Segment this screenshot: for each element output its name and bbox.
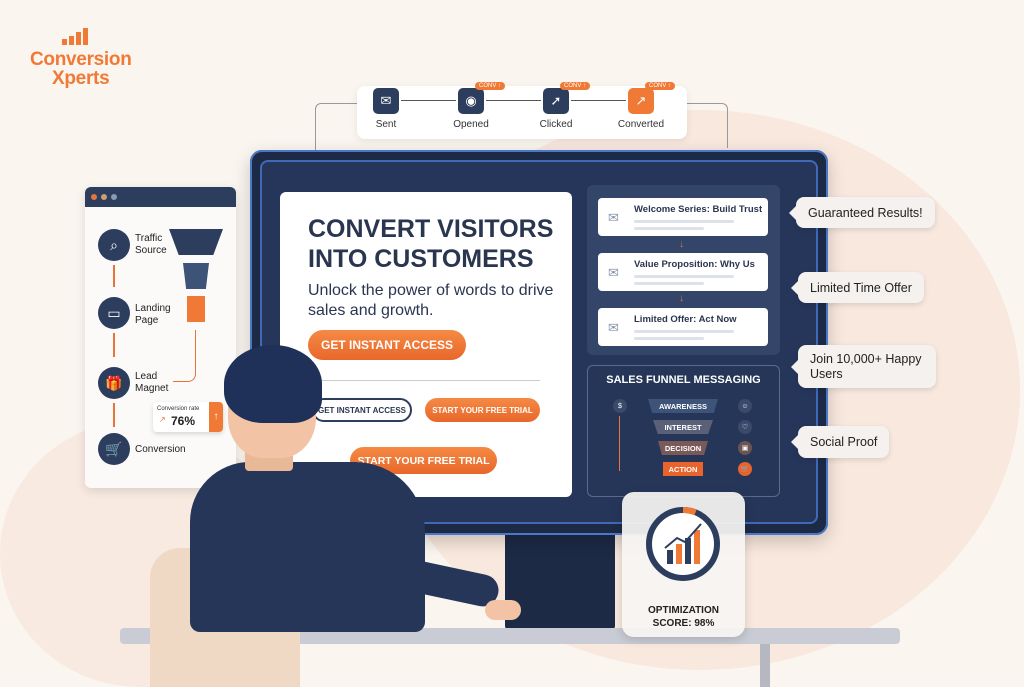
trend-line [664, 523, 702, 549]
score-gauge [646, 507, 720, 581]
step-label: Landing Page [135, 303, 171, 326]
callout-guaranteed-results: Guaranteed Results! [789, 197, 935, 228]
monitor-stand [505, 530, 615, 630]
arrow-down-icon: ↓ [679, 293, 684, 304]
funnel-stage-decision: DECISION [658, 441, 708, 455]
email-subject: Limited Offer: Act Now [634, 314, 737, 325]
conv-badge: CONV ↑ [475, 82, 506, 90]
mail-icon: ✉ [373, 88, 399, 114]
flow-step-label: Clicked [539, 119, 573, 130]
users-icon: ☺ [738, 399, 752, 413]
trend-up-icon: ↗ [159, 415, 166, 424]
funnel-bottom [187, 296, 205, 322]
email-sequence-panel: ✉ Welcome Series: Build Trust ↓ ✉ Value Pr… [587, 185, 780, 355]
mail-icon: ✉ [608, 210, 619, 225]
hero-subtitle: Unlock the power of words to drive sales… [308, 282, 554, 319]
chart-bar [676, 544, 682, 564]
cursor-click-icon: ➚ [543, 88, 569, 114]
return-arrow [173, 330, 196, 382]
arrow-down-icon [113, 333, 115, 357]
email-card[interactable]: ✉ Value Proposition: Why Us [598, 253, 768, 291]
arrow-down-icon: ↓ [679, 239, 684, 250]
person-hair [224, 345, 322, 423]
flow-step-label: Opened [453, 119, 489, 130]
funnel-middle [183, 263, 209, 289]
clipboard-icon: ▣ [738, 441, 752, 455]
arrow-down-icon [113, 403, 115, 427]
browser-icon: ▭ [98, 297, 130, 329]
cart-icon: 🛒 [98, 433, 130, 465]
email-card[interactable]: ✉ Limited Offer: Act Now [598, 308, 768, 346]
conversion-rate-card: Conversion rate ↗ 76% ↑ [153, 402, 223, 432]
score-arc [646, 507, 720, 581]
connector-line [315, 103, 357, 150]
get-instant-access-button[interactable]: GET INSTANT ACCESS [308, 330, 466, 360]
email-flow-bar: ✉ Sent ◉ CONV ↑ Opened ➚ CONV ↑ Clicked … [357, 82, 687, 139]
flow-step-label: Converted [617, 119, 665, 130]
callout-social-proof: Social Proof [790, 426, 890, 458]
funnel-top [169, 229, 223, 255]
heart-icon: ♡ [738, 420, 752, 434]
target-arrow-icon: ↗ [628, 88, 654, 114]
dollar-icon: $ [613, 399, 627, 413]
mail-icon: ✉ [608, 265, 619, 280]
mail-icon: ✉ [608, 320, 619, 335]
arrow-down-line [619, 416, 620, 471]
callout-happy-users: Join 10,000+ Happy Users [791, 345, 936, 388]
optimization-score-label: OPTIMIZATION SCORE: 98% [648, 605, 719, 629]
arrow [401, 100, 456, 101]
landing-page-card: CONVERT VISITORS INTO CUSTOMERS Unlock t… [280, 192, 572, 497]
person-hand [485, 600, 521, 620]
person-body [190, 462, 425, 632]
step-label: Traffic Source [135, 233, 167, 256]
chart-bar [685, 538, 691, 564]
email-card[interactable]: ✉ Welcome Series: Build Trust [598, 198, 768, 236]
connector-line [687, 103, 728, 148]
email-subject: Welcome Series: Build Trust [634, 204, 763, 215]
sales-funnel-panel: SALES FUNNEL MESSAGING AWARENESS INTERES… [587, 365, 780, 497]
chart-bar [667, 550, 673, 564]
arrow [486, 100, 541, 101]
desk-leg [760, 644, 770, 687]
rate-label: Conversion rate [157, 406, 200, 412]
logo-text: Xperts [52, 68, 110, 89]
get-instant-access-secondary-button[interactable]: GET INSTANT ACCESS [312, 398, 412, 422]
funnel-window: ⌕ Traffic Source ▭ Landing Page 🎁 Lead M… [85, 187, 236, 488]
eye-icon: ◉ [458, 88, 484, 114]
funnel-stage-awareness: AWARENESS [648, 399, 718, 413]
sales-funnel-title: SALES FUNNEL MESSAGING [606, 374, 761, 386]
callout-limited-time-offer: Limited Time Offer [791, 272, 924, 303]
logo-bars-icon [62, 28, 88, 45]
logo-text: Conversion [30, 49, 132, 70]
chart-bar [694, 530, 700, 564]
flow-step-label: Sent [375, 119, 397, 130]
funnel-stage-action: ACTION [663, 462, 703, 476]
arrow-down-icon [113, 265, 115, 287]
rate-value: 76% [171, 414, 196, 428]
email-subject: Value Proposition: Why Us [634, 259, 755, 270]
arrow [571, 100, 626, 101]
start-free-trial-small-button[interactable]: START YOUR FREE TRIAL [425, 398, 540, 422]
divider [308, 380, 540, 381]
cart-icon: 🛒 [738, 462, 752, 476]
search-icon: ⌕ [98, 229, 130, 261]
hero-title: CONVERT VISITORS INTO CUSTOMERS [308, 215, 554, 273]
step-label: Conversion [135, 444, 186, 455]
window-titlebar [85, 187, 236, 207]
funnel-stage-interest: INTEREST [653, 420, 713, 434]
optimization-score-card: OPTIMIZATION SCORE: 98% [622, 492, 745, 637]
arrow-up-icon: ↑ [209, 402, 223, 432]
gift-icon: 🎁 [98, 367, 130, 399]
conv-badge: CONV ↑ [560, 82, 591, 90]
step-label: Lead Magnet [135, 371, 169, 394]
conv-badge: CONV ↑ [645, 82, 676, 90]
